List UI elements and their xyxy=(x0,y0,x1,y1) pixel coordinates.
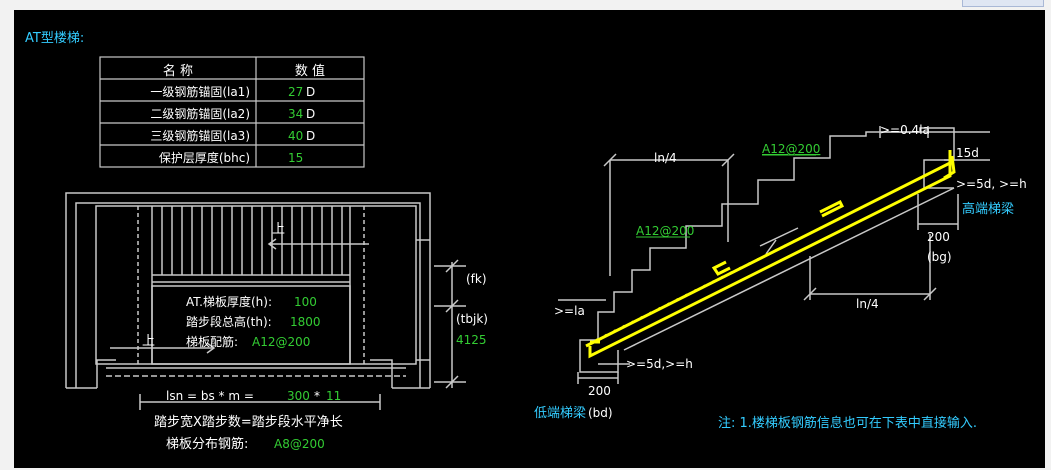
table-row-unit: D xyxy=(306,107,315,121)
high-beam: 高端梯梁 xyxy=(962,201,1014,217)
a12-upper[interactable]: A12@200 xyxy=(762,142,820,156)
dim-200-high: 200 xyxy=(927,230,950,244)
dist-label: 梯板分布钢筋: xyxy=(166,436,248,452)
fk-label: (fk) xyxy=(466,272,487,286)
low-5d: >=5d,>=h xyxy=(626,357,693,371)
lsn-formula: lsn = bs * m = xyxy=(166,389,254,403)
low-beam: 低端梯梁 xyxy=(534,406,586,421)
rebar-label: 梯板配筋: xyxy=(186,334,238,349)
table-row-value[interactable]: 15 xyxy=(288,151,303,165)
stair-section xyxy=(558,126,990,384)
drawing-canvas: AT型楼梯: 名 称 数 值 一级钢筋锚固(la1) 27 D 二级钢筋锚固(l… xyxy=(14,10,1045,468)
tbjk-label: (tbjk) xyxy=(456,312,488,326)
height-value[interactable]: 1800 xyxy=(290,315,321,329)
lsn-caption: 踏步宽X踏步数=踏步段水平净长 xyxy=(154,414,343,430)
note-text: 注: 1.楼梯板钢筋信息也可在下表中直接输入. xyxy=(718,415,977,431)
scrollbar-stub[interactable] xyxy=(962,0,1044,7)
height-label: 踏步段总高(th): xyxy=(186,314,272,329)
tbjk-value[interactable]: 4125 xyxy=(456,333,487,347)
rebar-lines xyxy=(585,150,956,359)
table-row-name: 保护层厚度(bhc) xyxy=(159,150,250,165)
bs-value[interactable]: 300 xyxy=(287,389,310,403)
a12-lower[interactable]: A12@200 xyxy=(636,224,694,238)
stair-drawing: AT型楼梯: 名 称 数 值 一级钢筋锚固(la1) 27 D 二级钢筋锚固(l… xyxy=(25,31,1027,452)
table-row-value[interactable]: 34 xyxy=(288,107,303,121)
table-row-name: 二级钢筋锚固(la2) xyxy=(150,106,250,121)
table-row-unit: D xyxy=(306,129,315,143)
ln4-top: ln/4 xyxy=(654,151,677,165)
drawing-title: AT型楼梯: xyxy=(25,31,84,46)
table-row-name: 三级钢筋锚固(la3) xyxy=(150,128,250,143)
thickness-value[interactable]: 100 xyxy=(294,295,317,309)
la-low: >=la xyxy=(554,304,585,318)
bg-label: (bg) xyxy=(927,250,952,264)
table-row-value[interactable]: 40 xyxy=(288,129,303,143)
up-label-bottom: 上 xyxy=(142,334,155,349)
rebar-value[interactable]: A12@200 xyxy=(252,335,310,349)
ln4-bottom: ln/4 xyxy=(856,297,879,311)
times-sign: * xyxy=(314,389,320,403)
table-row-name: 一级钢筋锚固(la1) xyxy=(150,84,250,99)
thickness-label: AT.梯板厚度(h): xyxy=(186,294,272,309)
table-row-value[interactable]: 27 xyxy=(288,85,303,99)
param-table xyxy=(99,56,365,168)
table-header-value: 数 值 xyxy=(295,63,325,79)
table-header-name: 名 称 xyxy=(163,63,193,79)
table-row-unit: D xyxy=(306,85,315,99)
up-label-top: 上 xyxy=(272,222,285,237)
bd-label: (bd) xyxy=(588,406,613,420)
dim-200-low: 200 xyxy=(588,384,611,398)
la-top: >=0.4la xyxy=(880,123,930,137)
m-value[interactable]: 11 xyxy=(326,389,341,403)
dist-value[interactable]: A8@200 xyxy=(274,437,325,451)
d15: 15d xyxy=(956,146,979,160)
high-5d: >=5d, >=h xyxy=(956,177,1027,191)
stair-plan xyxy=(65,192,466,410)
